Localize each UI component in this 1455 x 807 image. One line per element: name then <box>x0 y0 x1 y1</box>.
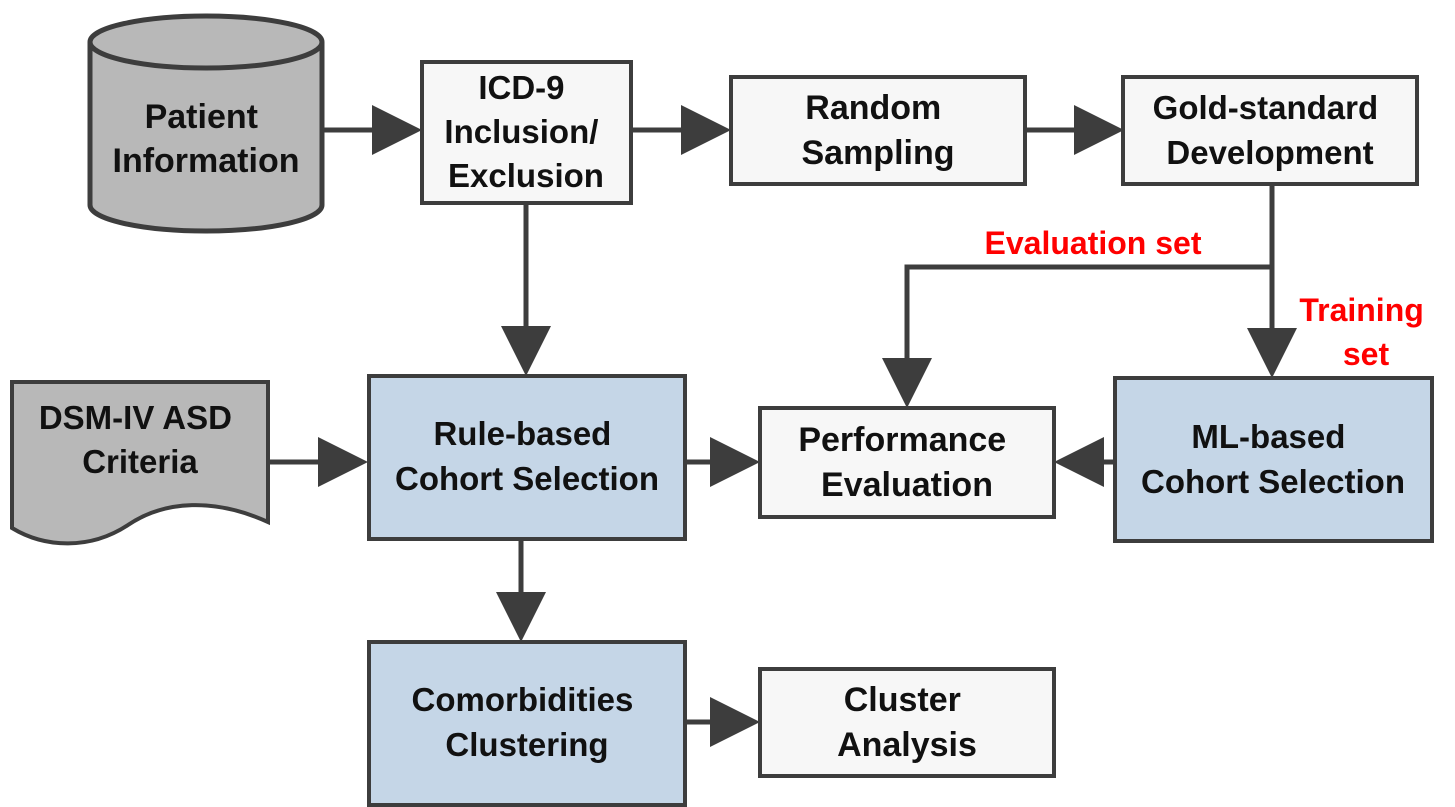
svg-text:Cluster Analysis: Cluster Analysis <box>837 681 977 764</box>
gold-standard-line1: Gold-standard <box>1153 89 1379 126</box>
cluster-analysis-line2: Analysis <box>837 726 977 764</box>
svg-text:ML-based Cohort Selectio: ML-based Cohort Selection <box>1141 418 1405 500</box>
rule-based-box: Rule-based Cohort Selection <box>367 374 687 541</box>
icd9-box: ICD-9 Inclusion/ Exclusion <box>420 60 633 205</box>
dsm-criteria-document: DSM-IV ASD Criteria <box>10 380 270 546</box>
connectors <box>268 105 1297 747</box>
document-icon <box>10 380 270 546</box>
random-sampling-line2: Sampling <box>801 134 954 172</box>
icd9-line3: Exclusion <box>448 157 604 194</box>
comorbidities-box: Comorbidities Clustering <box>367 640 687 807</box>
random-sampling-line1: Random <box>805 89 941 127</box>
patient-information-line1: Patient <box>145 98 258 136</box>
svg-text:Rule-based Cohort Select: Rule-based Cohort Selection <box>395 415 659 497</box>
training-set-line1: Training <box>1299 292 1423 328</box>
svg-text:ICD-9 Inclusion/ E: ICD-9 Inclusion/ Exclusion <box>444 69 607 194</box>
svg-text:Random Sampling: Random Sampling <box>801 89 954 172</box>
performance-evaluation-box: Performance Evaluation <box>758 406 1056 519</box>
svg-text:Gold-standard Developmen: Gold-standard Development <box>1153 89 1388 171</box>
arrow-gold-to-performance <box>882 264 1272 408</box>
svg-text:Patient Information: Patient Information <box>113 98 300 180</box>
training-set-label: Training set <box>1299 292 1432 372</box>
rule-based-line2: Cohort Selection <box>395 460 659 497</box>
evaluation-set-label: Evaluation set <box>985 225 1202 261</box>
cluster-analysis-box: Cluster Analysis <box>758 667 1056 778</box>
cluster-analysis-line1: Cluster <box>844 681 961 719</box>
rule-based-line1: Rule-based <box>433 415 611 452</box>
patient-information-database: Patient Information <box>87 13 325 234</box>
dsm-criteria-line1: DSM-IV ASD <box>39 399 232 436</box>
svg-text:DSM-IV ASD Criteria: DSM-IV ASD Criteria <box>39 399 241 480</box>
comorbidities-line2: Clustering <box>445 726 608 763</box>
random-sampling-box: Random Sampling <box>729 75 1027 186</box>
svg-text:Performance Evaluation: Performance Evaluation <box>798 421 1015 504</box>
gold-standard-box: Gold-standard Development <box>1121 75 1419 186</box>
performance-line1: Performance <box>798 421 1006 459</box>
database-icon <box>87 42 325 234</box>
patient-information-line2: Information <box>113 142 300 180</box>
performance-line2: Evaluation <box>821 466 993 504</box>
ml-based-line2: Cohort Selection <box>1141 463 1405 500</box>
ml-based-line1: ML-based <box>1191 418 1345 455</box>
ml-based-box: ML-based Cohort Selection <box>1113 376 1434 543</box>
training-set-line2: set <box>1343 336 1390 372</box>
dsm-criteria-line2: Criteria <box>82 443 198 480</box>
svg-text:Comorbidities Clustering: Comorbidities Clustering <box>411 681 642 763</box>
icd9-line1: ICD-9 <box>478 69 564 106</box>
comorbidities-line1: Comorbidities <box>411 681 633 718</box>
database-top <box>87 13 325 71</box>
gold-standard-line2: Development <box>1166 134 1373 171</box>
icd9-line2: Inclusion/ <box>444 113 598 150</box>
